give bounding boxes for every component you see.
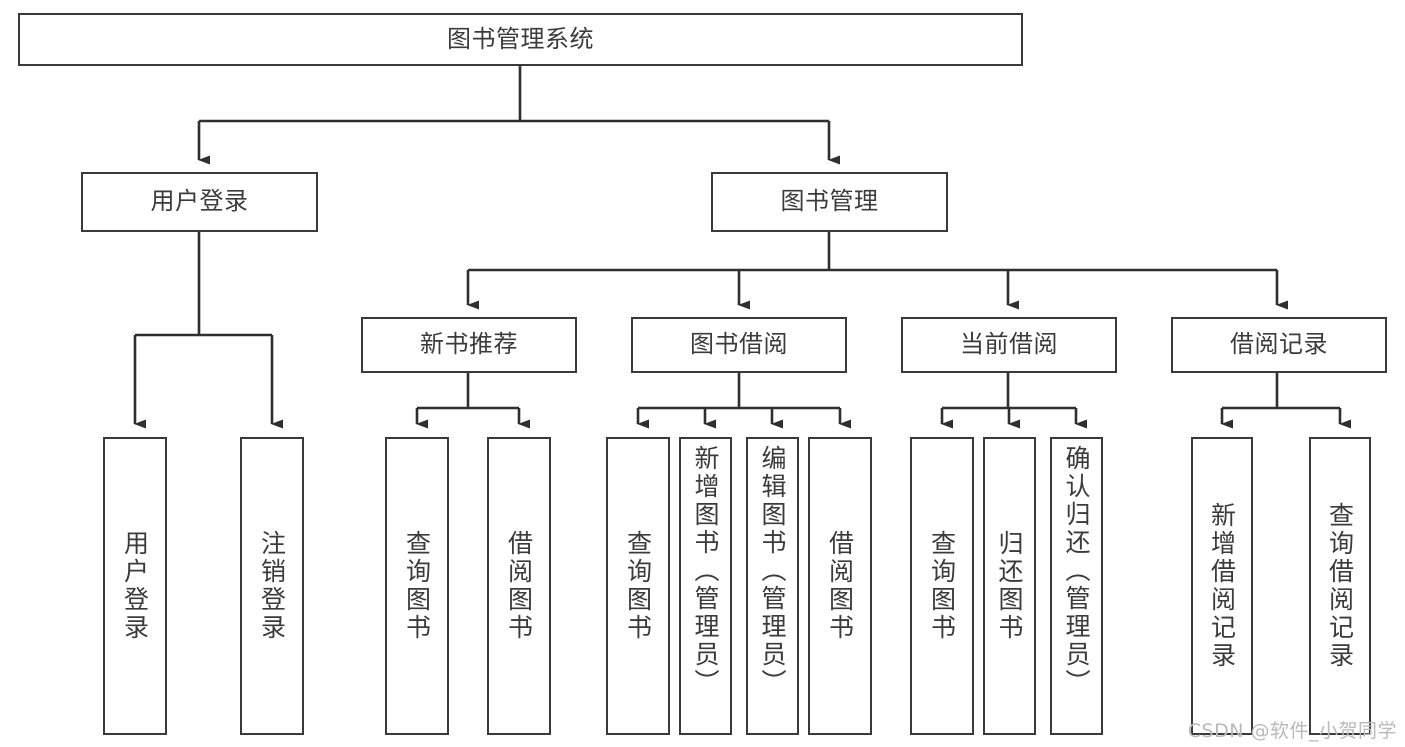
- node-borrow-record-label: 借阅记录: [1230, 330, 1328, 359]
- node-leaf-query-book-1[interactable]: 查询图书: [385, 437, 449, 735]
- node-leaf-query-book-1-label: 查询图书: [402, 530, 432, 642]
- node-leaf-borrow-book-1-label: 借阅图书: [504, 530, 534, 642]
- node-leaf-edit-book-admin[interactable]: 编辑图书（管理员）: [746, 437, 799, 735]
- node-borrow-record[interactable]: 借阅记录: [1171, 317, 1387, 373]
- node-leaf-add-book-admin[interactable]: 新增图书（管理员）: [679, 437, 732, 735]
- node-current-borrow-label: 当前借阅: [960, 330, 1058, 359]
- node-root-label: 图书管理系统: [447, 24, 594, 53]
- node-leaf-borrow-book-2[interactable]: 借阅图书: [808, 437, 872, 735]
- node-leaf-query-borrow-record-label: 查询借阅记录: [1325, 502, 1355, 670]
- node-current-borrow[interactable]: 当前借阅: [901, 317, 1117, 373]
- node-leaf-query-borrow-record[interactable]: 查询借阅记录: [1309, 437, 1371, 735]
- node-leaf-query-book-2-label: 查询图书: [623, 530, 653, 642]
- node-book-borrow-label: 图书借阅: [690, 330, 788, 359]
- node-leaf-add-borrow-record-label: 新增借阅记录: [1207, 502, 1237, 670]
- node-leaf-add-borrow-record[interactable]: 新增借阅记录: [1191, 437, 1253, 735]
- watermark-text: CSDN @软件_小贺同学: [1187, 720, 1397, 742]
- node-leaf-user-login[interactable]: 用户登录: [103, 437, 167, 735]
- node-book-management-label: 图书管理: [780, 187, 879, 216]
- node-leaf-confirm-return-admin[interactable]: 确认归还（管理员）: [1050, 437, 1103, 735]
- node-leaf-add-book-admin-label: 新增图书（管理员）: [691, 445, 720, 697]
- node-leaf-query-book-3[interactable]: 查询图书: [910, 437, 974, 735]
- node-book-management[interactable]: 图书管理: [711, 172, 948, 232]
- node-leaf-return-book-label: 归还图书: [995, 530, 1024, 642]
- node-leaf-edit-book-admin-label: 编辑图书（管理员）: [758, 445, 787, 697]
- node-book-borrow[interactable]: 图书借阅: [631, 317, 847, 373]
- node-leaf-confirm-return-admin-label: 确认归还（管理员）: [1062, 445, 1091, 697]
- node-new-book-recommend-label: 新书推荐: [420, 330, 518, 359]
- node-leaf-user-logout-label: 注销登录: [257, 530, 287, 642]
- node-leaf-return-book[interactable]: 归还图书: [983, 437, 1036, 735]
- node-root[interactable]: 图书管理系统: [18, 13, 1023, 66]
- node-leaf-user-login-label: 用户登录: [120, 530, 150, 642]
- node-leaf-borrow-book-1[interactable]: 借阅图书: [487, 437, 551, 735]
- node-leaf-query-book-3-label: 查询图书: [927, 530, 957, 642]
- node-new-book-recommend[interactable]: 新书推荐: [361, 317, 577, 373]
- node-leaf-borrow-book-2-label: 借阅图书: [825, 530, 855, 642]
- node-leaf-user-logout[interactable]: 注销登录: [240, 437, 304, 735]
- node-user-login[interactable]: 用户登录: [81, 172, 318, 232]
- node-user-login-label: 用户登录: [150, 187, 249, 216]
- node-leaf-query-book-2[interactable]: 查询图书: [606, 437, 670, 735]
